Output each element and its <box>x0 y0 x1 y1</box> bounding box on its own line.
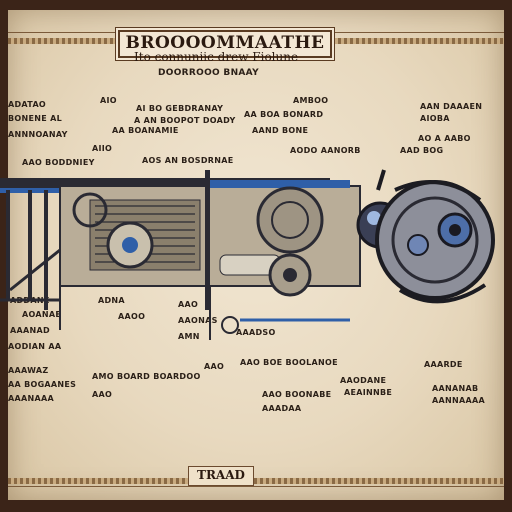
frame-post <box>205 170 210 310</box>
annotation-label: AAONAS <box>178 316 218 325</box>
gear <box>221 316 239 334</box>
annotation-label: AAADAA <box>262 404 302 413</box>
annotation-label: AO A AABO <box>418 134 471 143</box>
annotation-label: AMN <box>178 332 200 341</box>
gear-hub <box>122 237 138 253</box>
poster-subtitle: Ito connuniic drew Fiolune <box>134 50 299 64</box>
poster-tagline: DOORROOO BNAAY <box>158 68 259 78</box>
annotation-label: ANNNOANAY <box>8 130 68 139</box>
annotation-label: ADNA <box>98 296 125 305</box>
annotation-label: AA BOANAMIE <box>112 126 179 135</box>
title-plate: BROOOOMMAATHE <box>118 30 332 58</box>
annotation-label: AAO <box>204 362 225 371</box>
annotation-label: AA BOGAANES <box>8 380 77 389</box>
gear <box>72 192 108 228</box>
ornate-wheel <box>391 196 479 284</box>
annotation-label: AAND BONE <box>252 126 309 135</box>
frame-rule <box>8 486 504 487</box>
gear <box>256 186 324 254</box>
annotation-label: AMO BOARD BOARDOO <box>92 372 201 381</box>
annotation-label: AA BOA BONARD <box>244 110 324 119</box>
annotation-label: AAO BOE BOOLANOE <box>240 358 338 367</box>
gear <box>271 201 309 239</box>
annotation-label: AAO BOONABE <box>262 390 332 399</box>
machine-illustration <box>0 169 495 340</box>
annotation-label: AAARDE <box>424 360 463 369</box>
poster-title: BROOOOMMAATHE <box>125 33 325 53</box>
annotation-label: AAADSO <box>236 328 276 337</box>
annotation-label: AODIAN AA <box>8 342 62 351</box>
lever <box>376 169 386 191</box>
annotation-label: AAD BOG <box>400 146 444 155</box>
annotation-label: AAO <box>92 390 113 399</box>
gear-hub <box>283 268 297 282</box>
annotation-label: BONENE AL <box>8 114 62 123</box>
pipe <box>398 283 487 304</box>
annotation-label: AANANAB <box>432 384 479 393</box>
annotation-label: AIIO <box>92 144 113 153</box>
footer-label: TRAAD <box>197 468 245 482</box>
annotation-label: AANNAAAA <box>432 396 485 405</box>
annotation-label: AIOBA <box>420 114 450 123</box>
annotation-label: AEAINNBE <box>344 388 393 397</box>
frame-beam <box>210 180 350 188</box>
annotation-label: AAODANE <box>340 376 387 385</box>
annotation-label: AOS AN BOSDRNAE <box>142 156 234 165</box>
annotation-label: AODO AANORB <box>290 146 361 155</box>
annotation-label: A AN BOOPOT DOADY <box>134 116 236 125</box>
annotation-label: AAANAAA <box>8 394 54 403</box>
dome-highlight <box>367 211 381 225</box>
frame-beam <box>0 178 330 188</box>
annotation-label: AAO BODDNIEY <box>22 158 95 167</box>
annotation-label: AAO <box>178 300 199 309</box>
decorative-border-bottom <box>8 478 504 484</box>
annotation-label: AAOO <box>118 312 146 321</box>
annotation-label: AAN DAAAEN <box>420 102 483 111</box>
annotation-label: ADATAO <box>8 100 47 109</box>
pipe <box>394 180 482 202</box>
frame-post <box>28 190 32 300</box>
annotation-label: AAANAD <box>10 326 50 335</box>
eye-lens <box>449 224 461 236</box>
annotation-label: AIO <box>100 96 117 105</box>
annotation-label: AOANAE <box>22 310 62 319</box>
frame-post <box>6 190 10 300</box>
annotation-label: AMBOO <box>293 96 329 105</box>
eye-lens <box>407 234 429 256</box>
frame-strut <box>9 248 61 292</box>
annotation-label: AI BO GEBDRANAY <box>136 104 224 113</box>
footer-plate: TRAAD <box>188 466 254 486</box>
frame-post <box>44 190 48 310</box>
annotation-label: AAAWAZ <box>8 366 49 375</box>
